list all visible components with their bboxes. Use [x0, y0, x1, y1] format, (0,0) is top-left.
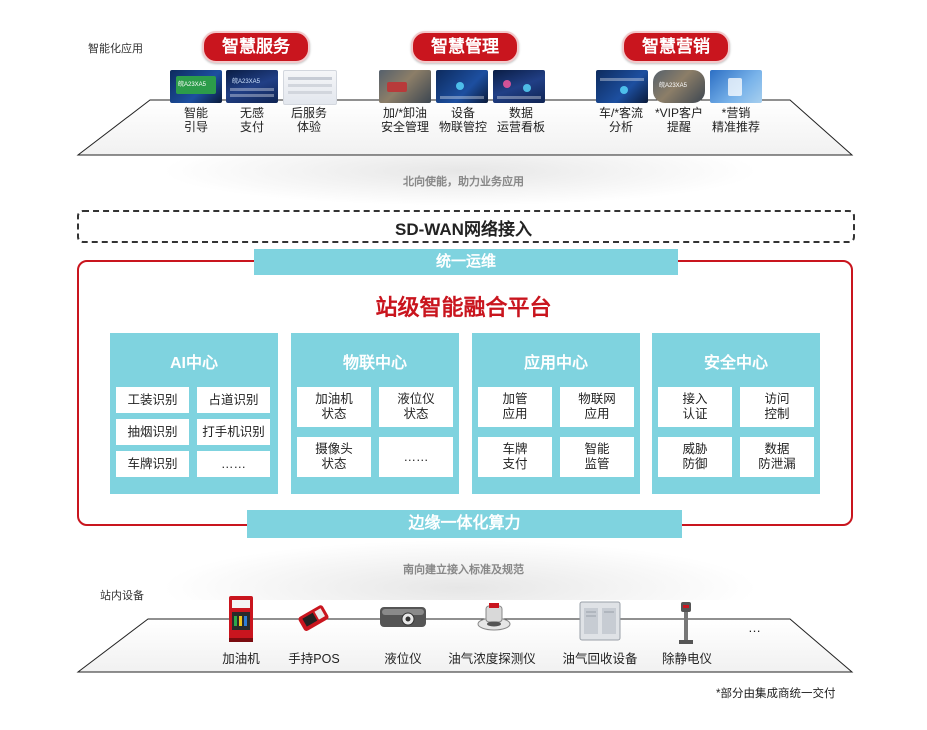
capability-cell: 抽烟识别	[116, 419, 189, 445]
center-iot: 物联中心 加油机 状态 液位仪 状态 摄像头 状态 ……	[291, 333, 459, 494]
group-title-smart-marketing: 智慧营销	[622, 31, 730, 63]
center-application: 应用中心 加管 应用 物联网 应用 车牌 支付 智能 监管	[472, 333, 640, 494]
capability-cell: 智能 监管	[560, 437, 634, 477]
handheld-pos-icon	[298, 605, 329, 631]
sdwan-box	[77, 210, 855, 243]
capability-cell: 数据 防泄漏	[740, 437, 814, 477]
south-glow	[160, 540, 760, 600]
phone-thumbnail: 皖A23XA5	[653, 70, 705, 103]
capability-cell: 访问 控制	[740, 387, 814, 427]
sdwan-label: SD-WAN网络接入	[395, 220, 532, 239]
footnote: *部分由集成商统一交付	[716, 688, 836, 700]
capability-cell: 车牌 支付	[478, 437, 552, 477]
level-gauge-icon	[380, 607, 426, 627]
north-glow	[160, 156, 760, 206]
group-title-smart-service: 智慧服务	[202, 31, 310, 63]
platform-title: 站级智能融合平台	[375, 295, 552, 320]
capability-cell: 车牌识别	[116, 451, 189, 477]
screen-thumbnail: 皖A23XA5	[170, 70, 222, 103]
app-caption: 车/*客流 分析	[598, 106, 643, 134]
dashboard-thumbnail	[596, 70, 648, 103]
capability-cell: 打手机识别	[197, 419, 270, 445]
capability-cell: 液位仪 状态	[379, 387, 453, 427]
center-title: 应用中心	[523, 355, 588, 372]
gas-detector-icon	[477, 603, 511, 631]
device-label: 油气浓度探测仪	[448, 652, 536, 666]
group-title-smart-management: 智慧管理	[411, 31, 519, 63]
south-caption: 南向建立接入标准及规范	[403, 564, 524, 576]
edge-band: 边缘一体化算力	[247, 510, 682, 538]
app-caption: 无感 支付	[239, 106, 264, 134]
app-caption: 加/*卸油 安全管理	[380, 106, 429, 134]
vapor-recovery-icon	[579, 601, 621, 641]
center-security: 安全中心 接入 认证 访问 控制 威胁 防御 数据 防泄漏	[652, 333, 820, 494]
capability-cell: ……	[197, 451, 270, 477]
more-devices-ellipsis: …	[748, 620, 761, 635]
antistatic-device-icon	[679, 602, 693, 644]
app-caption: *营销 精准推荐	[711, 106, 760, 134]
bottom-platform-shape	[76, 618, 854, 673]
capability-cell: 加管 应用	[478, 387, 552, 427]
center-title: AI中心	[169, 355, 218, 372]
fuel-dispenser-icon	[229, 596, 253, 642]
document-thumbnail	[283, 70, 337, 105]
center-title: 物联中心	[342, 355, 407, 372]
app-caption: 后服务 体验	[290, 106, 327, 134]
capability-cell: ……	[379, 437, 453, 477]
device-label: 手持POS	[288, 652, 340, 666]
top-platform-shape	[76, 99, 854, 156]
center-title: 安全中心	[703, 355, 768, 372]
device-label: 油气回收设备	[562, 652, 638, 666]
app-caption: 数据 运营看板	[496, 106, 545, 134]
capability-cell: 接入 认证	[658, 387, 732, 427]
north-caption: 北向使能，助力业务应用	[403, 176, 524, 188]
screen-thumbnail: 皖A23XA5	[226, 70, 278, 103]
capability-cell: 加油机 状态	[297, 387, 371, 427]
bottom-section-label: 站内设备	[100, 590, 144, 602]
capability-cell: 摄像头 状态	[297, 437, 371, 477]
capability-cell: 威胁 防御	[658, 437, 732, 477]
center-ai: AI中心 工装识别 占道识别 抽烟识别 打手机识别 车牌识别 ……	[110, 333, 278, 494]
app-caption: *VIP客户 提醒	[654, 106, 703, 134]
app-caption: 智能 引导	[183, 106, 208, 134]
camera-thumbnail	[379, 70, 431, 103]
device-label: 加油机	[222, 652, 260, 666]
top-section-label: 智能化应用	[88, 43, 143, 55]
promo-thumbnail	[710, 70, 762, 103]
capability-cell: 物联网 应用	[560, 387, 634, 427]
app-caption: 设备 物联管控	[438, 106, 487, 134]
ops-band: 统一运维	[254, 249, 678, 275]
capability-cell: 工装识别	[116, 387, 189, 413]
dashboard-thumbnail	[436, 70, 488, 103]
capability-cell: 占道识别	[197, 387, 270, 413]
dashboard-thumbnail	[493, 70, 545, 103]
device-label: 液位仪	[384, 652, 422, 666]
device-label: 除静电仪	[661, 652, 712, 666]
